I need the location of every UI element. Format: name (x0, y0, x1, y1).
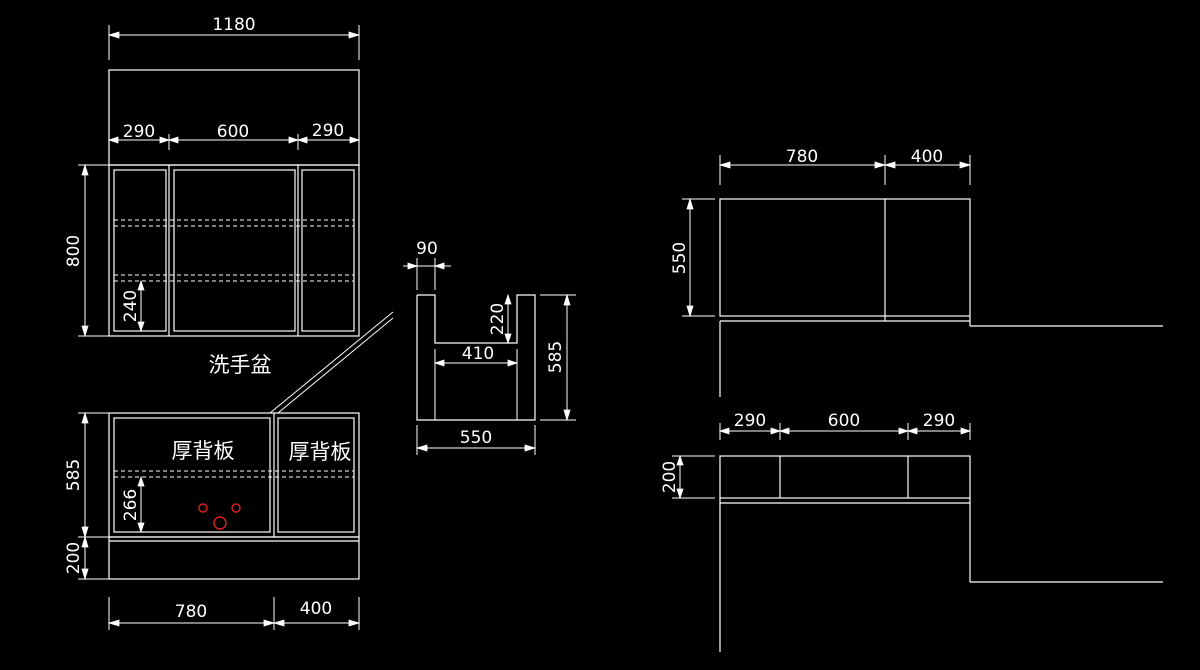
dim-1180-text: 1180 (212, 15, 255, 35)
dimension-410: 410 (433, 344, 519, 367)
dim-240-text: 240 (121, 290, 141, 322)
dim-410-text: 410 (462, 344, 494, 364)
dimension-550-section: 550 (415, 425, 537, 455)
dim-600-right: 600 (828, 411, 860, 431)
dim-266-text: 266 (121, 489, 141, 521)
right-upper-box (719, 198, 971, 317)
u-section (416, 294, 536, 421)
sink-label: 洗手盆 (209, 353, 272, 377)
dim-290-right-right: 290 (923, 411, 955, 431)
dim-290-left: 290 (123, 122, 155, 142)
dim-220-text: 220 (488, 303, 508, 335)
dimension-1180: 1180 (107, 15, 361, 60)
u-section-outline (416, 294, 536, 421)
upper-top-panel (108, 69, 360, 166)
dim-290-right: 290 (312, 121, 344, 141)
leader-line-b (277, 317, 394, 414)
lower-cabinet: 厚背板 厚背板 (108, 412, 360, 580)
dim-585-left: 585 (64, 459, 84, 491)
back-panel-label-left: 厚背板 (172, 439, 235, 463)
dim-600: 600 (217, 122, 249, 142)
dimension-585-section: 585 (540, 293, 576, 422)
dimension-240: 240 (121, 279, 145, 333)
lower-right-compartment (277, 417, 355, 533)
right-lower-elevation (719, 455, 1163, 652)
center-compartment (173, 169, 296, 332)
leader-line-a (269, 311, 394, 414)
dim-780-right: 780 (786, 147, 818, 167)
faucet-hole-right-icon (231, 503, 241, 513)
dim-90-text: 90 (416, 239, 438, 259)
right-lower-box (719, 455, 971, 499)
dimension-266: 266 (121, 475, 145, 534)
dimension-800: 800 (64, 163, 109, 338)
dimension-row-290-600-290-right: 290 600 290 (718, 411, 972, 440)
faucet-hole-left-icon (198, 503, 208, 513)
dim-780-left: 780 (175, 602, 207, 622)
dim-200-right-text: 200 (660, 461, 680, 493)
dim-800-text: 800 (64, 235, 84, 267)
dim-400-left: 400 (300, 599, 332, 619)
dimension-780-400-right: 780 400 (718, 147, 972, 185)
right-upper-elevation (719, 198, 1163, 397)
dimension-200-right: 200 (660, 454, 715, 500)
dim-200-left: 200 (64, 542, 84, 574)
dim-290-right-left: 290 (734, 411, 766, 431)
drain-hole-icon (213, 516, 227, 530)
dimension-780-400-left: 780 400 (107, 597, 361, 630)
dimension-550-right: 550 (670, 197, 715, 318)
dimension-220: 220 (488, 293, 512, 345)
upper-cabinet-elevation (108, 69, 360, 337)
dimension-585-200-left: 585 200 (64, 411, 109, 581)
lower-cabinet-body (108, 412, 360, 538)
dim-550-right-text: 550 (670, 242, 690, 274)
right-compartment (301, 169, 355, 332)
dim-585-section-text: 585 (546, 341, 566, 373)
plinth (108, 536, 360, 580)
upper-cabinet-body (108, 164, 360, 337)
left-compartment (113, 169, 167, 332)
dimension-90: 90 (403, 239, 451, 290)
dim-550-section-text: 550 (460, 428, 492, 448)
dimension-row-290-600-290: 290 600 290 (107, 121, 361, 150)
back-panel-label-right: 厚背板 (289, 440, 352, 464)
lower-left-compartment (113, 417, 271, 533)
dim-400-right: 400 (911, 147, 943, 167)
